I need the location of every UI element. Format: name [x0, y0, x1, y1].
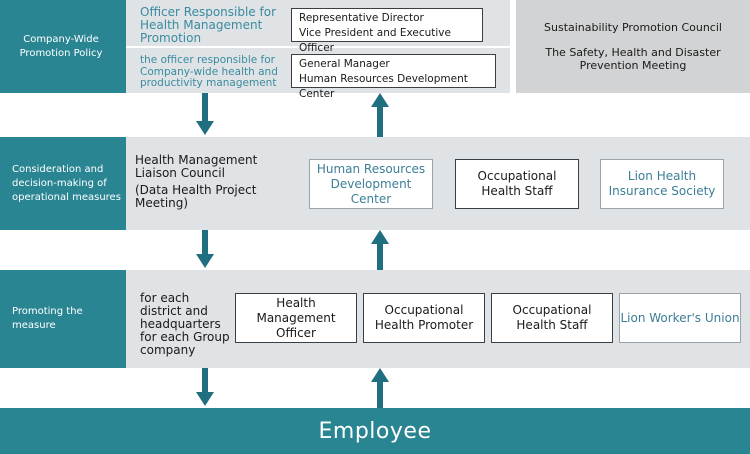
officer-title: Officer Responsible for Health Managemen… [140, 5, 277, 45]
employee-label: Employee [318, 418, 432, 444]
row-label-consideration-text: Consideration and decision-making of ope… [12, 163, 121, 203]
officer-box: Representative Director Vice President a… [291, 8, 483, 54]
officer-box-line-1: Representative Director [299, 12, 424, 24]
sub-officer-box-line-2: Human Resources Development Center [299, 73, 468, 100]
workers-union-box: Lion Worker's Union [619, 293, 741, 343]
row-label-policy-text: Company-Wide Promotion Policy [19, 33, 103, 59]
row-label-promoting: Promoting the measure [0, 270, 126, 368]
arrow-down-2 [196, 230, 214, 268]
liaison-council-sub: (Data Health Project Meeting) [135, 183, 257, 210]
occupational-health-promoter-box: Occupational Health Promoter [363, 293, 485, 343]
row-label-policy: Company-Wide Promotion Policy [0, 0, 126, 93]
occupational-health-staff-box: Occupational Health Staff [455, 159, 579, 209]
row-label-consideration: Consideration and decision-making of ope… [0, 137, 126, 230]
arrow-up-1 [371, 93, 389, 137]
sub-officer-box-line-1: General Manager [299, 58, 390, 70]
policy-divider [126, 46, 510, 48]
council-line-1: Sustainability Promotion Council [544, 21, 722, 34]
liaison-council-title: Health Management Liaison Council [135, 153, 258, 180]
hr-center-box: Human Resources Development Center [309, 159, 433, 209]
row-label-promoting-text: Promoting the measure [12, 306, 83, 331]
occupational-health-staff-box-2: Occupational Health Staff [491, 293, 613, 343]
employee-bar: Employee [0, 408, 750, 454]
sub-officer-box: General Manager Human Resources Developm… [291, 54, 496, 100]
arrow-up-3 [371, 368, 389, 408]
council-box: Sustainability Promotion Council The Saf… [516, 0, 750, 93]
council-line-2: The Safety, Health and Disaster Preventi… [545, 46, 721, 72]
sub-officer-title: the officer responsible for Company-wide… [140, 54, 278, 89]
arrow-up-2 [371, 230, 389, 270]
promoting-intro: for each district and headquarters for e… [140, 291, 230, 357]
arrow-down-3 [196, 368, 214, 406]
arrow-down-1 [196, 93, 214, 135]
officer-box-line-2: Vice President and Executive Officer [299, 27, 451, 54]
health-management-officer-box: Health Management Officer [235, 293, 357, 343]
health-insurance-box: Lion Health Insurance Society [600, 159, 724, 209]
